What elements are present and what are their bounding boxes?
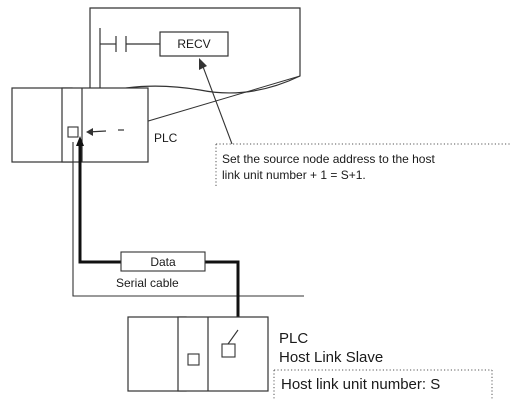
plc-bottom-unit	[127, 316, 269, 392]
callout-pointer-head	[199, 58, 207, 70]
ladder-rung	[99, 28, 160, 96]
cable-arrowhead	[76, 136, 84, 146]
callout-bottom-note: Host link unit number: S	[273, 369, 493, 400]
plc-top-label: PLC	[154, 131, 178, 145]
plc-top-port	[67, 126, 79, 138]
recv-instruction-box: RECV	[159, 31, 229, 57]
serial-cable-label: Serial cable	[116, 276, 179, 290]
plc-bottom-sublabel: Host Link Slave	[279, 349, 383, 366]
plc-bottom-port-left	[187, 353, 200, 366]
plc-bottom-label: PLC	[279, 330, 308, 347]
plc-top-arrowhead	[86, 128, 93, 136]
data-packet: Data	[120, 251, 206, 272]
callout-top-line2: link unit number + 1 = S+1.	[222, 168, 366, 182]
host-link-unit-number: Host link unit number: S	[281, 376, 440, 393]
recv-label: RECV	[177, 37, 210, 51]
plc-top-unit	[11, 87, 149, 163]
callout-pointer	[201, 63, 233, 145]
callout-top-note: Set the source node address to the host …	[215, 143, 510, 186]
data-label: Data	[150, 255, 176, 269]
plc-bottom-port-right	[221, 343, 236, 358]
cable-line	[78, 140, 240, 330]
callout-top-line1: Set the source node address to the host	[222, 152, 435, 166]
cable-bracket	[72, 142, 304, 297]
